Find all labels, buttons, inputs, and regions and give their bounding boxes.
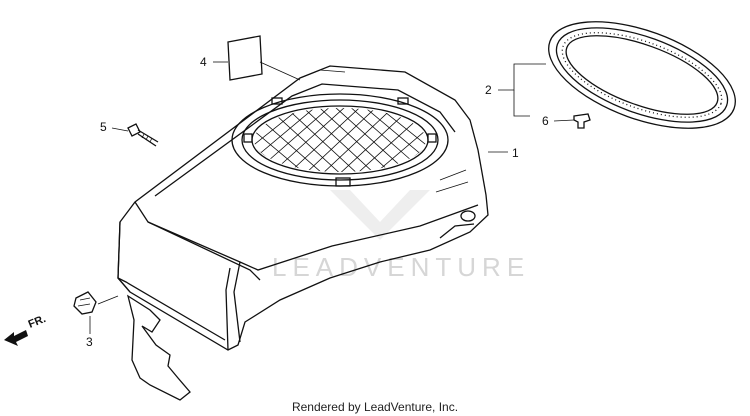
fan-grille (231, 93, 449, 187)
direction-label: FR. (27, 313, 48, 331)
seal-ring-part (548, 21, 736, 129)
front-direction-arrow-icon (4, 330, 28, 346)
watermark-logo (330, 190, 430, 240)
callout-4: 4 (200, 55, 207, 69)
fan-cover-part (117, 65, 489, 351)
callout-3: 3 (86, 335, 93, 349)
callout-2: 2 (485, 83, 492, 97)
fastener-clip-part (573, 113, 591, 129)
leader-lines (89, 61, 575, 334)
footer-credit: Rendered by LeadVenture, Inc. (291, 400, 459, 414)
callout-1: 1 (512, 146, 519, 160)
callout-5: 5 (100, 120, 107, 134)
label-decal-part (227, 35, 263, 81)
clip-bracket-part (73, 291, 191, 401)
bolt-part (127, 123, 159, 147)
callout-6: 6 (542, 114, 549, 128)
